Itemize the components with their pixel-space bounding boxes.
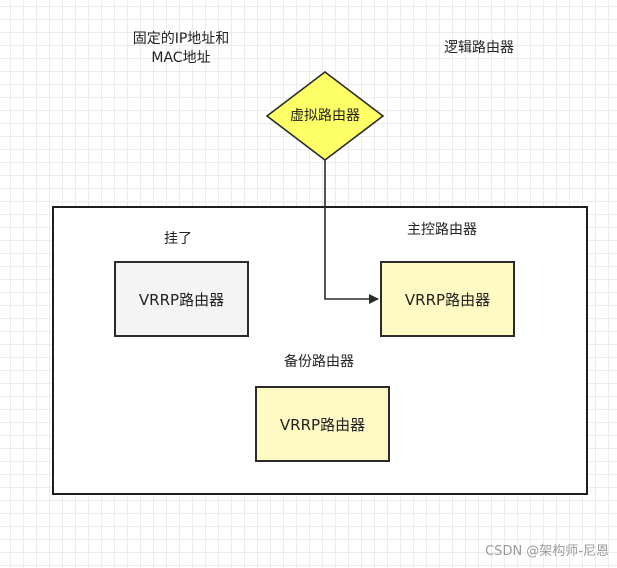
virtual-router-label: 虚拟路由器 [290,108,360,124]
ip-mac-note: 固定的IP地址和 MAC地址 [133,30,230,68]
failed-router-caption: 挂了 [164,231,192,247]
master-vrrp-router-label: VRRP路由器 [404,290,491,309]
virtual-router-diamond[interactable] [265,70,385,162]
backup-vrrp-router[interactable]: VRRP路由器 [255,386,390,462]
virtual-to-master-arrow [324,160,379,304]
backup-router-caption: 备份路由器 [284,354,354,370]
backup-vrrp-router-label: VRRP路由器 [279,415,366,434]
watermark: CSDN @架构师-尼恩 [485,544,609,559]
logical-router-note: 逻辑路由器 [444,40,514,56]
master-router-caption: 主控路由器 [407,222,477,238]
failed-vrrp-router[interactable]: VRRP路由器 [114,261,249,337]
failed-vrrp-router-label: VRRP路由器 [138,290,225,309]
master-vrrp-router[interactable]: VRRP路由器 [380,261,515,337]
ip-mac-note-line1: 固定的IP地址和 [132,31,230,47]
ip-mac-note-line2: MAC地址 [151,50,211,66]
